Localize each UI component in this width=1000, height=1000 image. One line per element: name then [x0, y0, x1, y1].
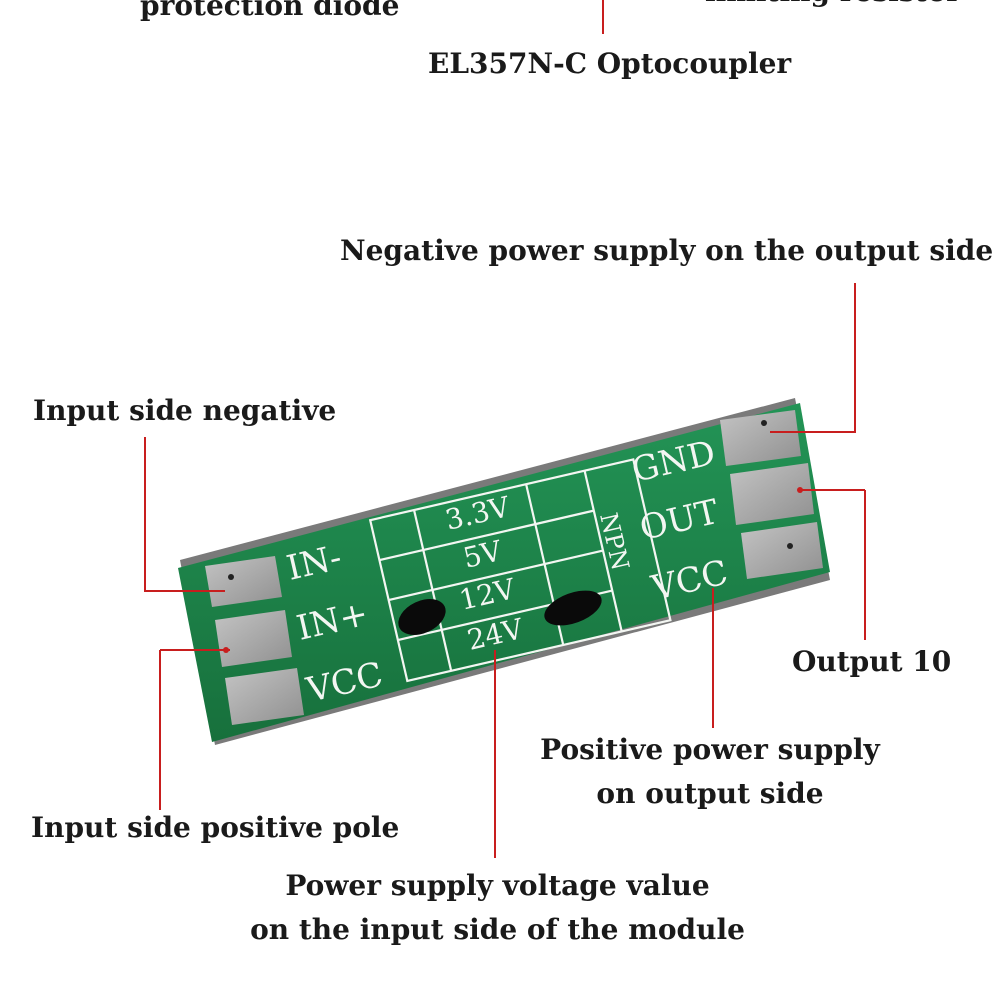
- pad-out: [730, 463, 814, 525]
- silk-gnd: GND: [628, 433, 719, 491]
- pad-marker-gnd: [761, 420, 767, 426]
- silk-in-plus: IN+: [293, 594, 372, 649]
- silk-npn: NPN: [594, 510, 634, 573]
- silk-3v3: 3.3V: [442, 490, 513, 537]
- pad-in-plus: [215, 610, 292, 667]
- label-limiting-resistor: limiting resistor: [705, 0, 961, 14]
- label-negative-output-supply: Negative power supply on the output side: [340, 234, 994, 267]
- pad-vcc-left: [225, 668, 304, 725]
- pad-marker-in-plus: [223, 647, 229, 653]
- label-optocoupler: EL357N-C Optocoupler: [428, 47, 792, 80]
- label-voltage-value-line2: on the input side of the module: [250, 913, 745, 946]
- label-input-negative: Input side negative: [33, 394, 337, 427]
- pad-marker-in-minus: [228, 574, 234, 580]
- silk-vcc-left: VCC: [302, 655, 387, 711]
- leader-lines: [144, 0, 866, 858]
- label-positive-output-supply-line1: Positive power supply: [540, 733, 880, 766]
- label-voltage-value: Power supply voltage value on the input …: [250, 864, 745, 952]
- pad-gnd: [720, 410, 801, 466]
- right-pads: [720, 410, 823, 579]
- silk-12v: 12V: [456, 572, 519, 617]
- silk-in-minus: IN-: [283, 537, 345, 588]
- label-protection-diode: protection diode: [140, 0, 400, 22]
- silk-vcc-right: VCC: [647, 553, 732, 609]
- label-input-positive: Input side positive pole: [31, 811, 400, 844]
- silk-out: OUT: [636, 492, 722, 549]
- silk-24v: 24V: [464, 612, 527, 657]
- pad-marker-vcc-right: [787, 543, 793, 549]
- solder-jumper-left: [398, 599, 446, 635]
- label-positive-output-supply: Positive power supply on output side: [540, 728, 880, 816]
- silk-5v: 5V: [460, 534, 505, 575]
- left-pads: [205, 556, 304, 725]
- solder-jumper-right: [544, 590, 602, 626]
- pad-marker-out: [797, 487, 803, 493]
- pad-vcc-right: [741, 522, 823, 579]
- label-positive-output-supply-line2: on output side: [596, 777, 824, 810]
- label-voltage-value-line1: Power supply voltage value: [285, 869, 710, 902]
- label-output: Output 10: [792, 645, 952, 678]
- pad-in-minus: [205, 556, 282, 607]
